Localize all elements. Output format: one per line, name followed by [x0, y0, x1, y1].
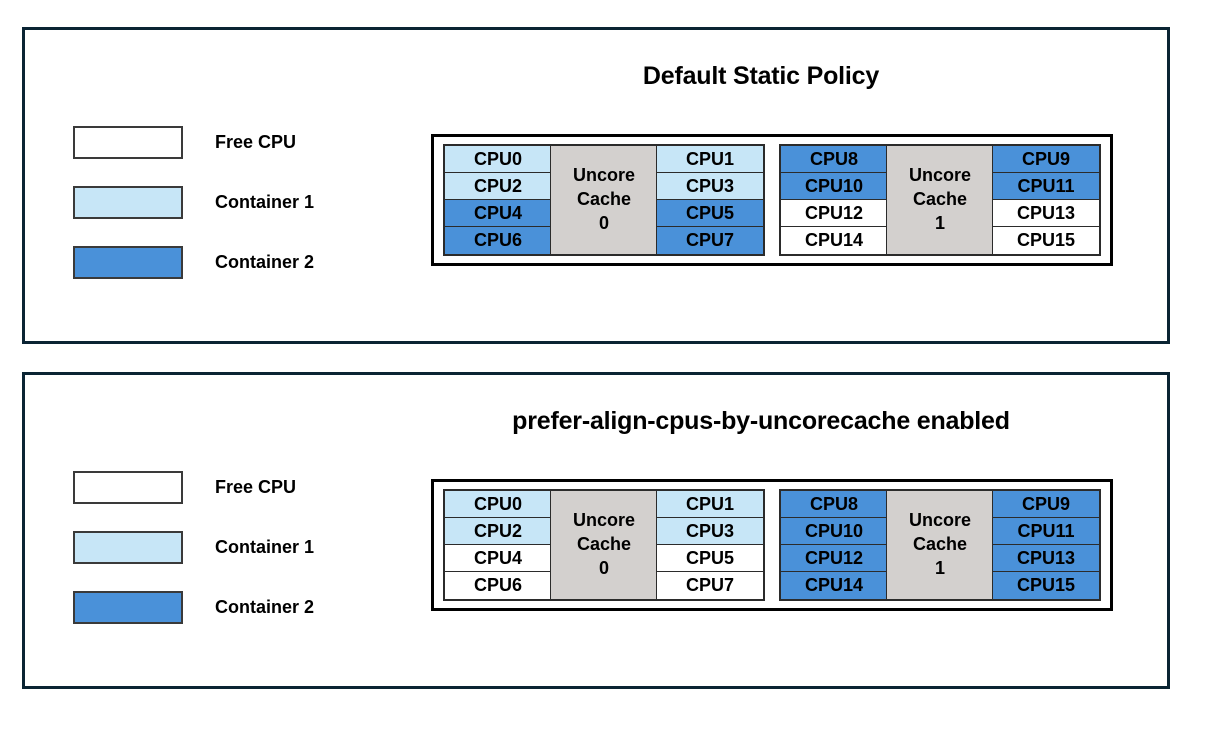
cpu-cell: CPU1: [656, 490, 764, 519]
legend: Free CPU Container 1 Container 2: [73, 126, 314, 279]
uncore-cache-cache-line1: Uncore: [572, 510, 635, 531]
cpu-cell: CPU15: [992, 571, 1100, 600]
uncore-cache-cache-line2: Cache: [576, 189, 632, 210]
legend-swatch-container1: [73, 531, 183, 564]
uncore-cache-cache-line1: Uncore: [908, 165, 971, 186]
legend-item: Free CPU: [73, 126, 314, 159]
panel-prefer-align-cpus-by-uncorecache: prefer-align-cpus-by-uncorecache enabled…: [22, 372, 1170, 689]
cpu-cell: CPU13: [992, 199, 1100, 228]
cpu-cell: CPU9: [992, 490, 1100, 519]
page-title: Default Static Policy: [642, 62, 880, 90]
cpu-cell: CPU0: [444, 490, 552, 519]
legend-label: Container 2: [215, 597, 315, 617]
legend-swatch-container1: [73, 186, 183, 219]
uncore-cache-cache-line2: Cache: [912, 189, 968, 210]
uncore-cache-cache-line2: Cache: [912, 534, 968, 555]
cpu-cell: CPU11: [992, 172, 1100, 201]
panel-default-static-policy: Default Static Policy Free CPU Container …: [22, 27, 1170, 344]
cpu-cell: CPU4: [444, 199, 552, 228]
uncore-cache-cache-line1: Uncore: [908, 510, 971, 531]
legend-swatch-container2: [73, 591, 183, 624]
cpu-cell: CPU2: [444, 517, 552, 546]
cpu-cell: CPU8: [780, 490, 888, 519]
cpu-cell: CPU12: [780, 544, 888, 573]
legend-swatch-container2: [73, 246, 183, 279]
cpu-cell: CPU15: [992, 226, 1100, 255]
cpu-cell: CPU10: [780, 517, 888, 546]
uncore-cache-cache-index: 0: [598, 557, 609, 578]
legend-item: Container 1: [73, 531, 314, 564]
cpu-cell: CPU9: [992, 145, 1100, 174]
cpu-cell: CPU13: [992, 544, 1100, 573]
legend-label: Free CPU: [215, 477, 297, 497]
cpu-cell: CPU10: [780, 172, 888, 201]
cpu-cell: CPU11: [992, 517, 1100, 546]
cpu-cell: CPU14: [780, 571, 888, 600]
cpu-cell: CPU7: [656, 571, 764, 600]
legend-item: Container 2: [73, 591, 314, 624]
legend-label: Container 1: [215, 192, 315, 212]
cpu-cell: CPU3: [656, 517, 764, 546]
uncore-cache-cache-line2: Cache: [576, 534, 632, 555]
legend-label: Free CPU: [215, 132, 297, 152]
uncore-cache-cache-index: 1: [934, 212, 945, 233]
legend-swatch-free: [73, 126, 183, 159]
legend-label: Container 2: [215, 252, 315, 272]
cpu-cell: CPU2: [444, 172, 552, 201]
cpu-cell: CPU7: [656, 226, 764, 255]
uncore-cache-cache-index: 0: [598, 212, 609, 233]
legend-item: Free CPU: [73, 471, 314, 504]
legend-item: Container 1: [73, 186, 314, 219]
uncore-cache-cache-index: 1: [934, 557, 945, 578]
cpu-cell: CPU6: [444, 226, 552, 255]
cpu-cell: CPU0: [444, 145, 552, 174]
cpu-cell: CPU8: [780, 145, 888, 174]
cpu-cell: CPU4: [444, 544, 552, 573]
legend-item: Container 2: [73, 246, 314, 279]
cpu-cell: CPU1: [656, 145, 764, 174]
page-title: prefer-align-cpus-by-uncorecache enabled: [512, 407, 1010, 435]
cpu-cell: CPU14: [780, 226, 888, 255]
legend: Free CPU Container 1 Container 2: [73, 471, 314, 624]
cpu-cell: CPU6: [444, 571, 552, 600]
cpu-cell: CPU12: [780, 199, 888, 228]
cpu-cell: CPU5: [656, 199, 764, 228]
legend-swatch-free: [73, 471, 183, 504]
legend-label: Container 1: [215, 537, 315, 557]
cpu-cell: CPU3: [656, 172, 764, 201]
cpu-cell: CPU5: [656, 544, 764, 573]
uncore-cache-cache-line1: Uncore: [572, 165, 635, 186]
